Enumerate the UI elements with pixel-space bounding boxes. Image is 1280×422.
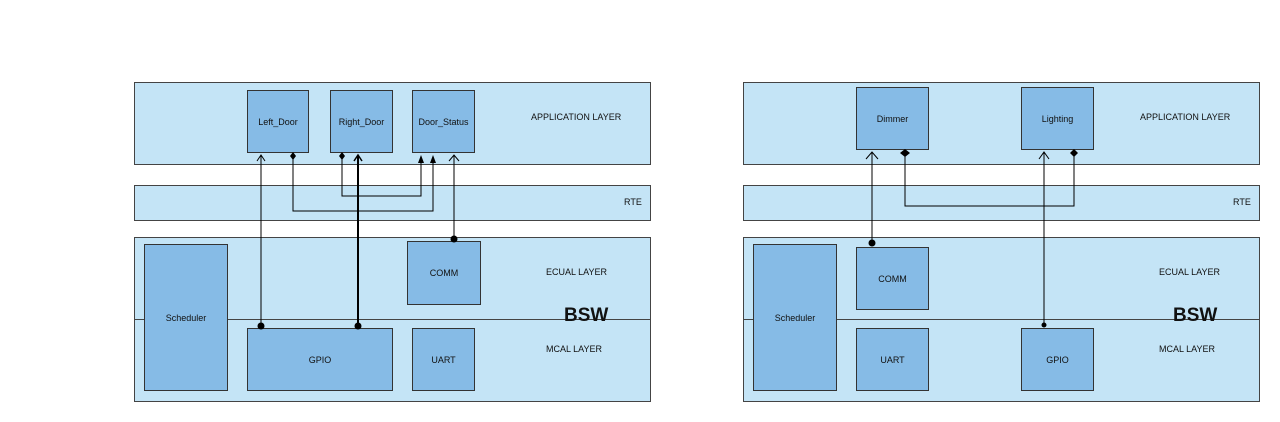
arrow-open-icon bbox=[353, 153, 363, 162]
diamond-connector-icon bbox=[1070, 149, 1078, 157]
comm-component[interactable]: COMM bbox=[856, 247, 929, 310]
right-architecture-diagram: APPLICATION LAYER RTE ECUAL LAYER MCAL L… bbox=[743, 0, 1263, 422]
left-connections bbox=[256, 152, 460, 330]
left-door-to-door-status-line bbox=[292, 156, 434, 212]
right-door-component[interactable]: Right_Door bbox=[330, 90, 393, 153]
diamond-connector-icon bbox=[290, 152, 296, 160]
right-door-to-door-status-line bbox=[341, 156, 422, 197]
arrow-open-icon bbox=[448, 154, 460, 162]
comm-component[interactable]: COMM bbox=[407, 241, 481, 305]
ecual-mcal-separator bbox=[743, 319, 1260, 320]
arrow-filled-icon bbox=[418, 155, 424, 163]
application-layer-label: APPLICATION LAYER bbox=[1140, 112, 1231, 122]
right-connections bbox=[865, 149, 1078, 328]
connector-dot-icon bbox=[257, 322, 265, 330]
rte-layer bbox=[134, 185, 651, 221]
rte-layer bbox=[743, 185, 1260, 221]
left-architecture-diagram: APPLICATION LAYER RTE ECUAL LAYER MCAL L… bbox=[134, 0, 654, 422]
arrow-open-icon bbox=[1038, 151, 1050, 160]
connector-dot-icon bbox=[868, 239, 876, 247]
arrow-open-icon bbox=[865, 151, 879, 160]
application-layer bbox=[743, 82, 1260, 165]
connector-dot-icon bbox=[354, 322, 362, 330]
uart-component[interactable]: UART bbox=[412, 328, 475, 391]
connector-dot-icon bbox=[1041, 322, 1047, 328]
bsw-label: BSW bbox=[564, 305, 609, 326]
application-layer-label: APPLICATION LAYER bbox=[531, 112, 622, 122]
gpio-component[interactable]: GPIO bbox=[1021, 328, 1094, 391]
arrow-open-icon bbox=[256, 154, 266, 162]
diamond-connector-icon bbox=[900, 149, 910, 157]
ecual-layer-label: ECUAL LAYER bbox=[546, 267, 608, 277]
door-status-component[interactable]: Door_Status bbox=[412, 90, 475, 153]
bsw-label: BSW bbox=[1173, 305, 1218, 326]
gpio-component[interactable]: GPIO bbox=[247, 328, 393, 391]
connector-dot-icon bbox=[450, 235, 458, 243]
rte-label: RTE bbox=[624, 197, 642, 207]
dimmer-component[interactable]: Dimmer bbox=[856, 87, 929, 150]
ecual-layer-label: ECUAL LAYER bbox=[1159, 267, 1221, 277]
uart-component[interactable]: UART bbox=[856, 328, 929, 391]
lighting-component[interactable]: Lighting bbox=[1021, 87, 1094, 150]
rte-label: RTE bbox=[1233, 197, 1251, 207]
scheduler-component[interactable]: Scheduler bbox=[753, 244, 837, 391]
diamond-connector-icon bbox=[339, 152, 345, 160]
dimmer-to-lighting-line bbox=[904, 155, 1075, 207]
mcal-layer-label: MCAL LAYER bbox=[546, 344, 603, 354]
scheduler-component[interactable]: Scheduler bbox=[144, 244, 228, 391]
arrow-filled-icon bbox=[430, 155, 436, 163]
left-door-component[interactable]: Left_Door bbox=[247, 90, 309, 153]
mcal-layer-label: MCAL LAYER bbox=[1159, 344, 1216, 354]
ecual-mcal-separator bbox=[134, 319, 651, 320]
